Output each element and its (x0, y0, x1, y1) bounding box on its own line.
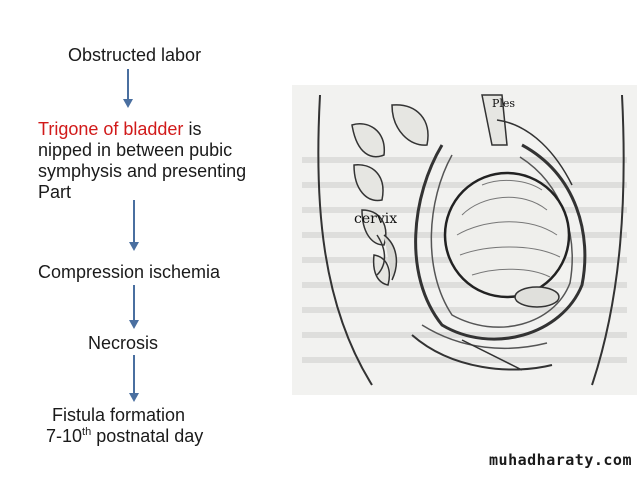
trigone-highlight: Trigone of bladder (38, 119, 184, 139)
cervix-label: cervix (354, 211, 397, 227)
flow-step-obstructed-labor: Obstructed labor (68, 45, 202, 65)
arrow-3 (129, 285, 139, 330)
fistula-line1: Fistula formation (52, 405, 186, 425)
trigone-line4: Part (38, 182, 72, 202)
trigone-line3: symphysis and presenting (38, 161, 247, 181)
flow-step-compression-ischemia: Compression ischemia (38, 262, 221, 282)
fistula-sup: th (82, 426, 92, 438)
watermark-text: muhadharaty.com (489, 451, 632, 469)
trigone-is: is (183, 119, 202, 139)
flow-step-trigone: Trigone of bladder is nipped in between … (38, 119, 246, 203)
flow-step-fistula: Fistula formation 7-10th postnatal day (46, 405, 209, 447)
fistula-days: 7-10 (46, 426, 83, 446)
arrow-4 (129, 355, 139, 403)
fistula-line2: 7-10th postnatal day (46, 426, 203, 447)
fistula-postnatal: postnatal day (91, 426, 204, 446)
arrow-1 (123, 69, 133, 109)
trigone-line2: nipped in between pubic (38, 140, 233, 160)
ples-label: Ples (492, 97, 515, 110)
flow-step-necrosis: Necrosis (88, 333, 159, 353)
pelvis-anatomy-figure: cervix Ples (292, 85, 637, 395)
arrow-2 (129, 200, 139, 252)
pelvis-illustration: cervix Ples (292, 85, 637, 395)
